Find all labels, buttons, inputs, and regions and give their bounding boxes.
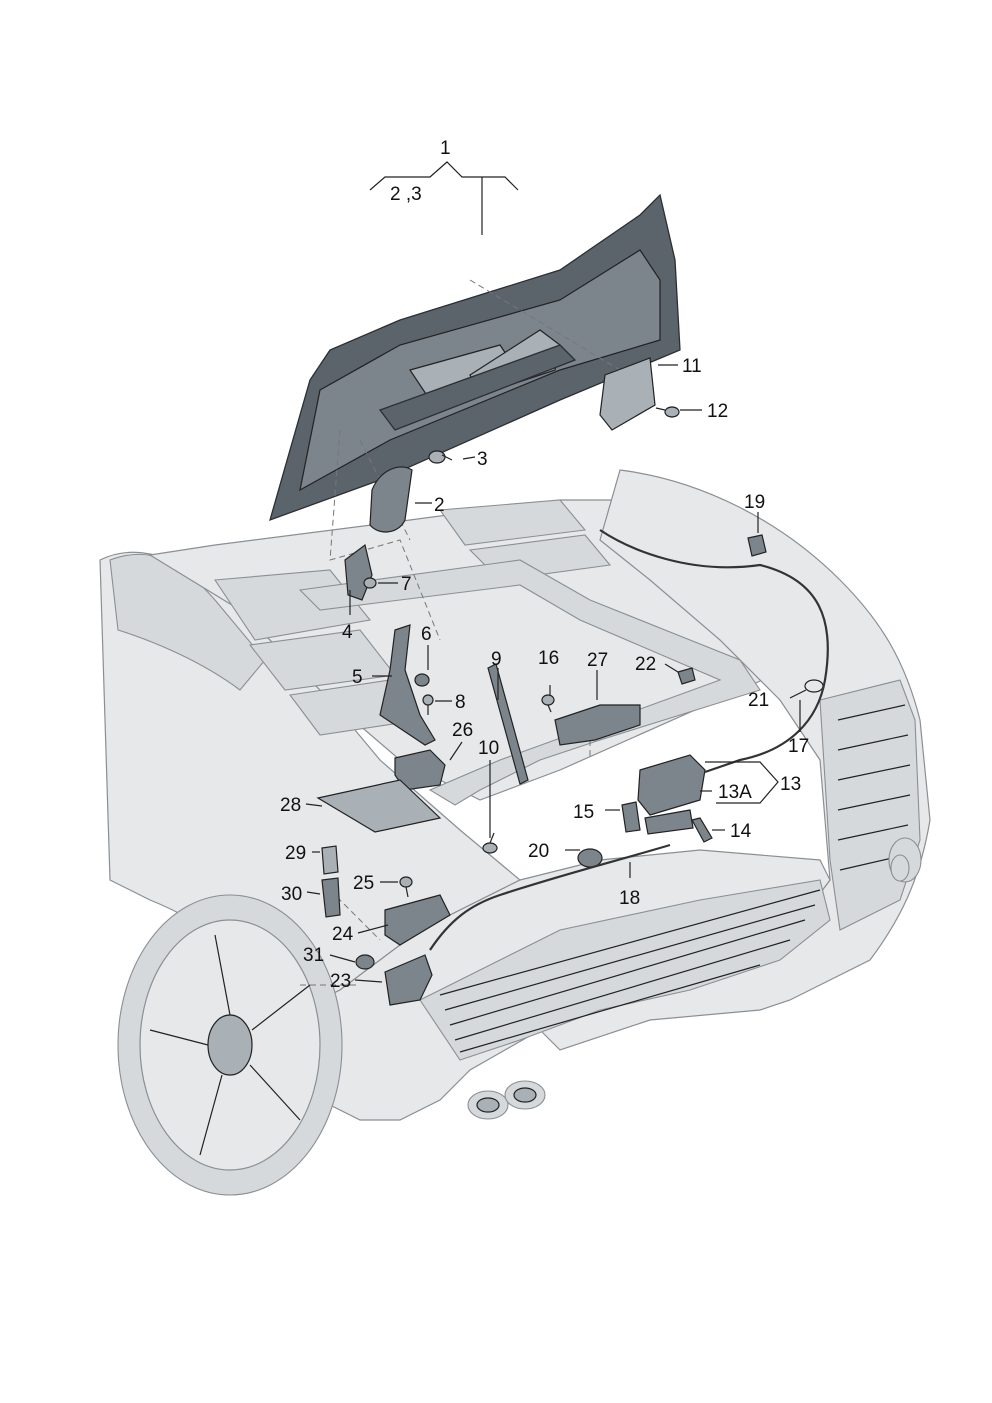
label-29: 29	[285, 843, 306, 864]
screw-25	[399, 876, 413, 898]
screw-7	[363, 577, 377, 589]
label-26: 26	[452, 720, 473, 741]
vent-grille-2	[369, 466, 413, 533]
label-2-3: 2 ,3	[390, 184, 422, 205]
label-17: 17	[788, 736, 809, 757]
nut-6	[414, 673, 430, 687]
label-10: 10	[478, 738, 499, 759]
clip-15	[621, 801, 641, 833]
label-3: 3	[477, 449, 488, 470]
label-24: 24	[332, 924, 354, 945]
label-28: 28	[280, 795, 301, 816]
label-1: 1	[440, 138, 451, 159]
switch-13a	[644, 809, 694, 835]
bolt-16	[541, 694, 555, 713]
bracket-26	[394, 749, 446, 791]
label-31: 31	[303, 945, 324, 966]
label-4: 4	[342, 622, 353, 643]
label-30: 30	[281, 884, 302, 905]
lock-13	[637, 754, 706, 816]
label-20: 20	[528, 841, 549, 862]
bolt-10	[482, 832, 498, 854]
sensor-14	[691, 817, 713, 843]
bracket-27	[554, 704, 641, 746]
label-12: 12	[707, 401, 728, 422]
label-23: 23	[330, 971, 351, 992]
label-13: 13	[780, 774, 801, 795]
label-13a: 13A	[718, 782, 752, 803]
screw-3	[428, 450, 453, 464]
actuator-23	[384, 954, 433, 1006]
label-2: 2	[434, 495, 445, 516]
pin-30	[321, 877, 341, 918]
hinge-arm-5	[379, 624, 436, 746]
cover-plate-28	[316, 779, 442, 833]
release-bracket-24	[384, 894, 451, 946]
car-body	[99, 469, 931, 1196]
label-11: 11	[682, 356, 702, 377]
callout-labels: 1 2 ,3 2 3 4 5 6 7 8 9 10 11 12 13 13A 1…	[280, 138, 809, 992]
bush-29	[321, 845, 339, 875]
engine-lid	[269, 193, 681, 522]
label-19: 19	[744, 492, 765, 513]
leader-lines	[305, 161, 807, 983]
label-14: 14	[730, 821, 752, 842]
grommet-31	[355, 954, 375, 970]
clip-19	[747, 534, 767, 557]
parts	[316, 357, 824, 1006]
bolt-12	[655, 406, 680, 418]
clip-22	[677, 667, 696, 685]
label-22: 22	[635, 654, 656, 675]
label-5: 5	[352, 667, 363, 688]
label-8: 8	[455, 692, 466, 713]
label-27: 27	[587, 650, 608, 671]
label-25: 25	[353, 873, 374, 894]
label-15: 15	[573, 802, 594, 823]
label-16: 16	[538, 648, 559, 669]
label-9: 9	[491, 649, 502, 670]
bolt-8	[422, 694, 434, 715]
label-6: 6	[421, 624, 432, 645]
cable-17	[599, 529, 829, 774]
label-21: 21	[748, 690, 769, 711]
label-7: 7	[401, 574, 412, 595]
lock-bracket-11	[599, 357, 656, 431]
cable-18	[429, 843, 671, 951]
cables	[429, 529, 829, 951]
label-18: 18	[619, 888, 640, 909]
